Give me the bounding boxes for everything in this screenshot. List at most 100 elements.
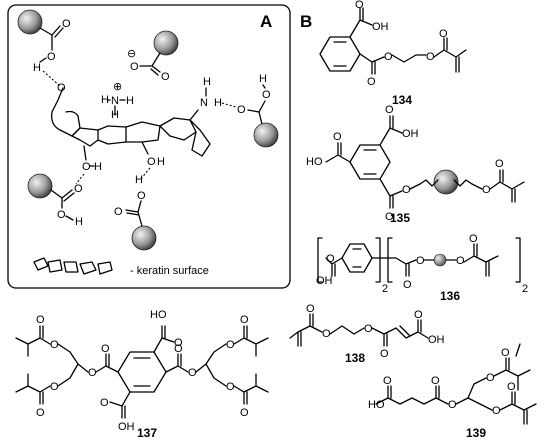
atom-o: O <box>50 381 59 393</box>
atom-o: O <box>326 253 335 265</box>
atom-o: O <box>431 375 440 387</box>
panel-a: A O O H O O ⊖ ⊕ H N H H H N H H O O <box>7 4 291 289</box>
polymer-bead <box>131 225 157 251</box>
atom-o: O <box>47 51 56 63</box>
atom-h: H <box>259 73 267 85</box>
atom-o: O <box>383 375 392 387</box>
atom-h: H <box>75 216 83 228</box>
atom-o: O <box>402 184 411 196</box>
atom-o: O <box>456 255 465 267</box>
polymer-bead <box>253 122 279 148</box>
atom-o: O <box>240 407 249 419</box>
atom-oh: OH <box>316 275 333 287</box>
compound-136: OH O O O O O 2 2 136 <box>316 233 528 303</box>
subscript-2: 2 <box>382 283 388 295</box>
atom-oh: OH <box>428 334 445 346</box>
atom-n: N <box>111 95 119 107</box>
keratin-legend-label: - keratin surface <box>130 265 209 277</box>
compound-135: O OH O HO O O O O 135 <box>306 104 525 225</box>
atom-o: O <box>426 51 435 63</box>
compound-number: 138 <box>345 351 365 365</box>
panel-b-label: B <box>300 12 312 31</box>
atom-ho: HO <box>150 309 167 321</box>
atom-h: H <box>135 174 143 186</box>
compound-number: 136 <box>440 289 460 303</box>
atom-oh: OH <box>402 128 419 140</box>
atom-o: O <box>237 104 246 116</box>
atom-o: O <box>240 314 249 326</box>
minus-charge: ⊖ <box>127 48 136 60</box>
atom-oh: OH <box>372 21 389 33</box>
polymer-bead <box>433 253 447 267</box>
compound-number: 134 <box>392 93 412 107</box>
atom-o: O <box>492 405 501 417</box>
polymer-bead <box>17 9 43 35</box>
polymer-bead <box>153 30 179 56</box>
subscript-2: 2 <box>522 283 528 295</box>
compound-139: HO O O O O O O O 139 <box>368 343 537 440</box>
atom-ho: HO <box>368 399 385 411</box>
atom-n: N <box>200 97 208 109</box>
atom-h: H <box>101 94 109 106</box>
atom-o: O <box>501 347 510 359</box>
atom-h: H <box>111 109 119 121</box>
atom-oh: OH <box>118 421 135 433</box>
atom-o: O <box>50 339 59 351</box>
atom-h: H <box>126 95 134 107</box>
atom-h: H <box>157 156 165 168</box>
atom-o: O <box>469 233 478 245</box>
atom-o: O <box>380 348 389 360</box>
atom-o: O <box>486 372 495 384</box>
atom-o: O <box>36 407 45 419</box>
compound-number: 135 <box>390 211 410 225</box>
atom-o: O <box>174 343 183 355</box>
atom-o: O <box>262 89 271 101</box>
atom-h: H <box>33 62 41 74</box>
atom-h: H <box>203 76 211 88</box>
atom-o: O <box>82 161 91 173</box>
atom-o: O <box>403 279 412 291</box>
compound-134: O OH O O O O 134 <box>319 0 467 107</box>
atom-o: O <box>101 343 110 355</box>
atom-o: O <box>62 18 71 30</box>
atom-o: O <box>333 131 342 143</box>
plus-charge: ⊕ <box>113 81 122 93</box>
compound-number: 139 <box>466 426 486 440</box>
atom-o: O <box>306 303 315 315</box>
atom-o: O <box>57 209 66 221</box>
atom-ho: HO <box>306 156 323 168</box>
compound-138: O O O O O OH 138 <box>289 303 445 365</box>
hydrogen-bond <box>139 167 151 181</box>
atom-h: H <box>94 161 102 173</box>
atom-o: O <box>226 339 235 351</box>
atom-o: O <box>161 71 170 83</box>
atom-o: O <box>364 323 373 335</box>
atom-o: O <box>482 184 491 196</box>
atom-o: O <box>507 381 516 393</box>
compound-137: HO O O OH O O O O O O O O O O O O 137 <box>15 309 269 440</box>
atom-o: O <box>448 399 457 411</box>
atom-o: O <box>114 206 123 218</box>
atom-o: O <box>174 337 183 349</box>
atom-o: O <box>416 255 425 267</box>
atom-o: O <box>385 104 394 116</box>
atom-o: O <box>355 0 364 11</box>
polymer-bead <box>433 169 459 195</box>
atom-o: O <box>439 28 448 40</box>
atom-o: O <box>384 51 393 63</box>
panel-a-label: A <box>260 12 272 31</box>
atom-o: O <box>414 309 423 321</box>
compound-number: 137 <box>137 426 157 440</box>
atom-o: O <box>100 397 109 409</box>
atom-o: O <box>147 156 156 168</box>
polymer-bead <box>27 173 53 199</box>
atom-o: O <box>367 76 376 88</box>
hydrogen-bond <box>221 102 237 108</box>
atom-o: O <box>495 158 504 170</box>
atom-o: O <box>322 328 331 340</box>
atom-o: O <box>130 61 139 73</box>
atom-h: H <box>214 97 222 109</box>
atom-o: O <box>188 367 197 379</box>
atom-o: O <box>137 190 146 202</box>
